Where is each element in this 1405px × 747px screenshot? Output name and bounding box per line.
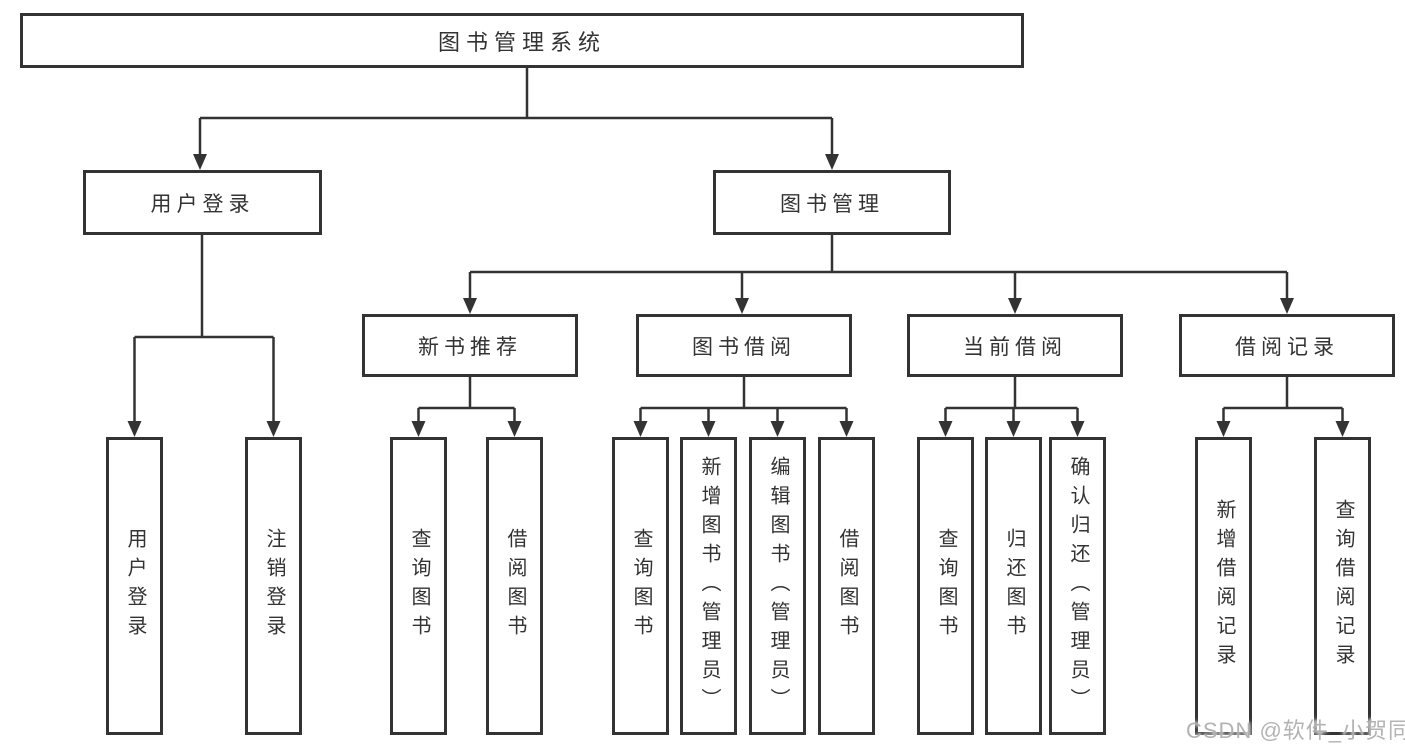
leaf-query-borrow-record: 查询借阅记录 xyxy=(1314,437,1371,735)
leaf-query-books-current: 查询图书 xyxy=(917,437,974,735)
node-user-login-label: 用户登录 xyxy=(150,192,255,216)
node-book-borrow: 图书借阅 xyxy=(636,314,852,377)
leaf-edit-book-admin: 编辑图书（管理员） xyxy=(749,437,806,735)
leaf-query-books-borrow-label: 查询图书 xyxy=(630,528,652,644)
leaf-return-book-label: 归还图书 xyxy=(1003,528,1025,644)
leaf-borrow-books-label: 借阅图书 xyxy=(836,528,858,644)
connector-newbook-to-leaves xyxy=(417,377,516,422)
connector-bookborrow-to-leaves xyxy=(639,377,848,422)
connector-currentborrow-to-leaves xyxy=(944,377,1079,422)
connector-borrowrecords-to-leaves xyxy=(1222,377,1344,422)
leaf-return-book: 归还图书 xyxy=(985,437,1042,735)
node-library-system: 图书管理系统 xyxy=(20,13,1024,68)
leaf-confirm-return-admin: 确认归还（管理员） xyxy=(1049,437,1106,735)
node-book-management-label: 图书管理 xyxy=(780,192,884,216)
leaf-confirm-return-admin-label: 确认归还（管理员） xyxy=(1067,455,1089,717)
connector-userlogin-to-leaves xyxy=(133,235,275,422)
leaf-borrow-books-recommend: 借阅图书 xyxy=(486,437,543,735)
leaf-borrow-books: 借阅图书 xyxy=(818,437,875,735)
leaf-query-books-recommend: 查询图书 xyxy=(390,437,447,735)
node-library-system-label: 图书管理系统 xyxy=(437,29,606,55)
leaf-query-books-borrow: 查询图书 xyxy=(612,437,669,735)
node-book-management: 图书管理 xyxy=(713,170,951,235)
leaf-edit-book-admin-label: 编辑图书（管理员） xyxy=(767,455,789,717)
leaf-user-login: 用户登录 xyxy=(106,437,163,735)
node-user-login: 用户登录 xyxy=(83,170,322,235)
node-borrow-records: 借阅记录 xyxy=(1179,314,1395,377)
node-new-book-recommend-label: 新书推荐 xyxy=(418,335,522,359)
connector-root-to-level2 xyxy=(198,68,834,155)
node-current-borrow: 当前借阅 xyxy=(907,314,1123,377)
leaf-add-borrow-record: 新增借阅记录 xyxy=(1195,437,1252,735)
leaf-logout: 注销登录 xyxy=(245,437,302,735)
leaf-add-borrow-record-label: 新增借阅记录 xyxy=(1213,499,1235,673)
leaf-query-books-current-label: 查询图书 xyxy=(935,528,957,644)
leaf-add-book-admin: 新增图书（管理员） xyxy=(680,437,737,735)
leaf-user-login-label: 用户登录 xyxy=(124,528,146,644)
leaf-query-books-recommend-label: 查询图书 xyxy=(408,528,430,644)
leaf-borrow-books-recommend-label: 借阅图书 xyxy=(504,528,526,644)
csdn-watermark: CSDN @软件_小贺同学 xyxy=(1186,718,1405,743)
node-borrow-records-label: 借阅记录 xyxy=(1235,335,1339,359)
node-book-borrow-label: 图书借阅 xyxy=(692,335,796,359)
node-current-borrow-label: 当前借阅 xyxy=(963,335,1067,359)
leaf-query-borrow-record-label: 查询借阅记录 xyxy=(1332,499,1354,673)
leaf-logout-label: 注销登录 xyxy=(263,528,285,644)
node-new-book-recommend: 新书推荐 xyxy=(362,314,578,377)
leaf-add-book-admin-label: 新增图书（管理员） xyxy=(698,455,720,717)
connector-bookmgmt-to-level3 xyxy=(468,235,1289,299)
